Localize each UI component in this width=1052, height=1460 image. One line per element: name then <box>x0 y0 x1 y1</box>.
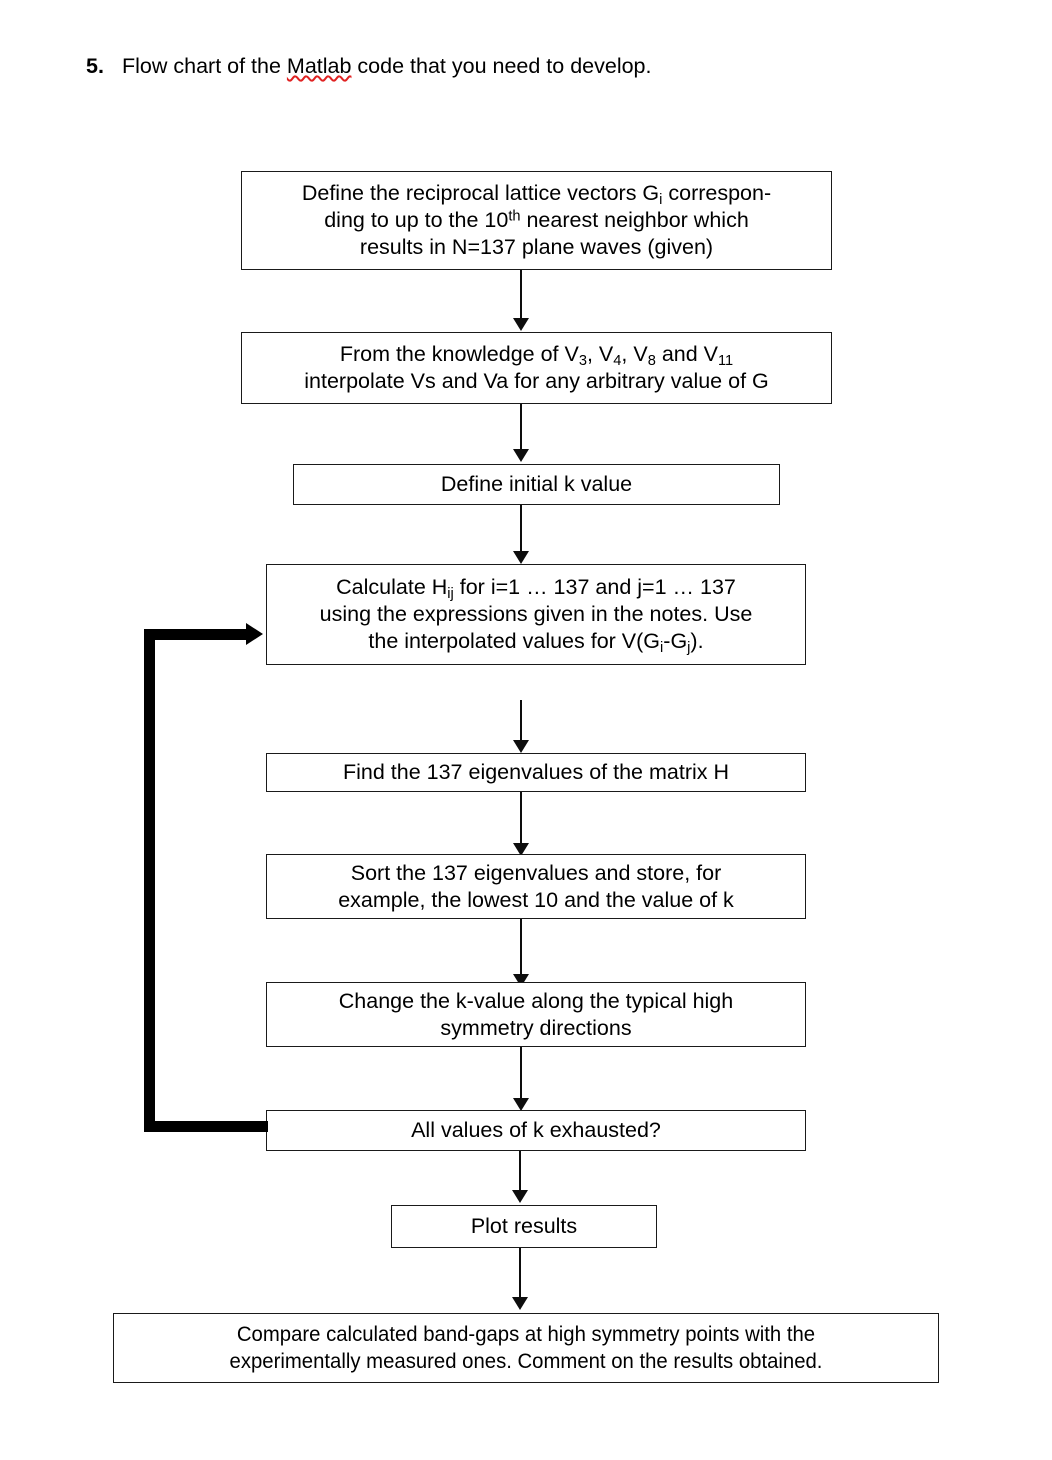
line1-a: From the knowledge of V <box>339 342 579 366</box>
flow-node-define-initial-k[interactable]: Define initial k value <box>293 464 780 505</box>
heading-text-after: code that you need to develop. <box>351 54 652 78</box>
flow-node-change-k-value-text: Change the k-value along the typical hig… <box>273 988 799 1042</box>
arrowhead-9-to-10-icon <box>512 1297 528 1310</box>
flow-node-sort-eigenvalues-text: Sort the 137 eigenvalues and store, for … <box>273 860 799 914</box>
line1: Compare calculated band-gaps at high sym… <box>236 1322 816 1346</box>
feedback-loop-vertical-segment <box>144 629 155 1132</box>
line2: symmetry directions <box>440 1015 632 1040</box>
subscript-8: 8 <box>647 353 656 370</box>
arrowhead-5-to-6-icon <box>513 843 529 856</box>
misspelled-word: Matlab <box>286 54 352 78</box>
flow-node-plot-results-text: Plot results <box>470 1214 578 1238</box>
arrowhead-7-to-8-icon <box>513 1098 529 1111</box>
line1-d: and V <box>655 342 719 366</box>
line2: interpolate Vs and Va for any arbitrary … <box>304 369 769 393</box>
feedback-loop-top-segment <box>144 629 248 640</box>
item-number: 5. <box>86 54 104 78</box>
flow-node-define-g-vectors-text: Define the reciprocal lattice vectors Gi… <box>248 180 825 261</box>
connector-2-to-3 <box>520 404 522 450</box>
flow-node-k-exhausted-decision[interactable]: All values of k exhausted? <box>266 1110 806 1151</box>
subscript-i: i <box>659 192 663 209</box>
flow-node-define-g-vectors[interactable]: Define the reciprocal lattice vectors Gi… <box>241 171 832 270</box>
line2: example, the lowest 10 and the value of … <box>338 887 734 912</box>
connector-1-to-2 <box>520 270 522 320</box>
arrowhead-1-to-2-icon <box>513 318 529 331</box>
subscript-3: 3 <box>578 353 587 370</box>
line3-c: ). <box>690 629 704 653</box>
line3-a: the interpolated values for V(G <box>368 629 661 653</box>
feedback-loop-bottom-segment <box>144 1121 268 1132</box>
line1: Sort the 137 eigenvalues and store, for <box>350 860 722 885</box>
flow-node-sort-eigenvalues[interactable]: Sort the 137 eigenvalues and store, for … <box>266 854 806 919</box>
connector-8-to-9 <box>519 1151 521 1193</box>
connector-5-to-6 <box>520 792 522 846</box>
flow-node-compare-bandgaps[interactable]: Compare calculated band-gaps at high sym… <box>113 1313 939 1383</box>
subscript-4: 4 <box>613 353 622 370</box>
line1: Change the k-value along the typical hig… <box>338 988 734 1013</box>
subscript-ij: ij <box>447 586 454 603</box>
connector-4-to-5 <box>520 700 522 743</box>
line2: using the expressions given in the notes… <box>319 602 753 626</box>
flow-node-calculate-hamiltonian[interactable]: Calculate Hij for i=1 … 137 and j=1 … 13… <box>266 564 806 665</box>
line1-a: Calculate H <box>336 575 448 599</box>
connector-7-to-8 <box>520 1047 522 1101</box>
page-title: 5. Flow chart of the Matlab code that you… <box>86 52 946 80</box>
arrowhead-8-to-9-icon <box>512 1190 528 1203</box>
flow-node-plot-results[interactable]: Plot results <box>391 1205 657 1248</box>
flow-node-k-exhausted-decision-text: All values of k exhausted? <box>411 1118 661 1142</box>
flow-node-calculate-hamiltonian-text: Calculate Hij for i=1 … 137 and j=1 … 13… <box>273 574 799 655</box>
flow-node-interpolate-potentials[interactable]: From the knowledge of V3, V4, V8 and V11… <box>241 332 832 404</box>
arrowhead-3-to-4-icon <box>513 551 529 564</box>
subscript-i: i <box>660 640 664 657</box>
arrowhead-4-to-5-icon <box>513 740 529 753</box>
flow-node-change-k-value[interactable]: Change the k-value along the typical hig… <box>266 982 806 1047</box>
heading-text-before: Flow chart of the <box>122 54 287 78</box>
line1-b: for i=1 … 137 and j=1 … 137 <box>453 575 736 599</box>
line2-a: ding to up to the 10 <box>324 208 509 232</box>
line2-b: nearest neighbor which <box>520 208 749 232</box>
connector-3-to-4 <box>520 505 522 554</box>
line1-b: , V <box>586 342 614 366</box>
line3: results in N=137 plane waves (given) <box>359 235 714 259</box>
flow-node-find-eigenvalues-text: Find the 137 eigenvalues of the matrix H <box>342 760 730 784</box>
arrowhead-2-to-3-icon <box>513 449 529 462</box>
subscript-j: j <box>687 640 691 657</box>
flow-node-find-eigenvalues[interactable]: Find the 137 eigenvalues of the matrix H <box>266 753 806 792</box>
line1-c: , V <box>621 342 648 366</box>
connector-6-to-7 <box>520 919 522 977</box>
feedback-loop-arrowhead-icon <box>246 623 263 645</box>
line1-b: correspon- <box>662 181 772 205</box>
flow-node-define-initial-k-text: Define initial k value <box>440 472 633 496</box>
flow-node-interpolate-potentials-text: From the knowledge of V3, V4, V8 and V11… <box>248 341 825 395</box>
line1-a: Define the reciprocal lattice vectors G <box>301 181 660 205</box>
flow-node-compare-bandgaps-text: Compare calculated band-gaps at high sym… <box>142 1321 909 1375</box>
connector-9-to-10 <box>519 1248 521 1300</box>
line3-b: -G <box>663 629 688 653</box>
superscript-th: th <box>508 208 521 225</box>
line2: experimentally measured ones. Comment on… <box>229 1349 823 1373</box>
subscript-11: 11 <box>718 353 734 370</box>
